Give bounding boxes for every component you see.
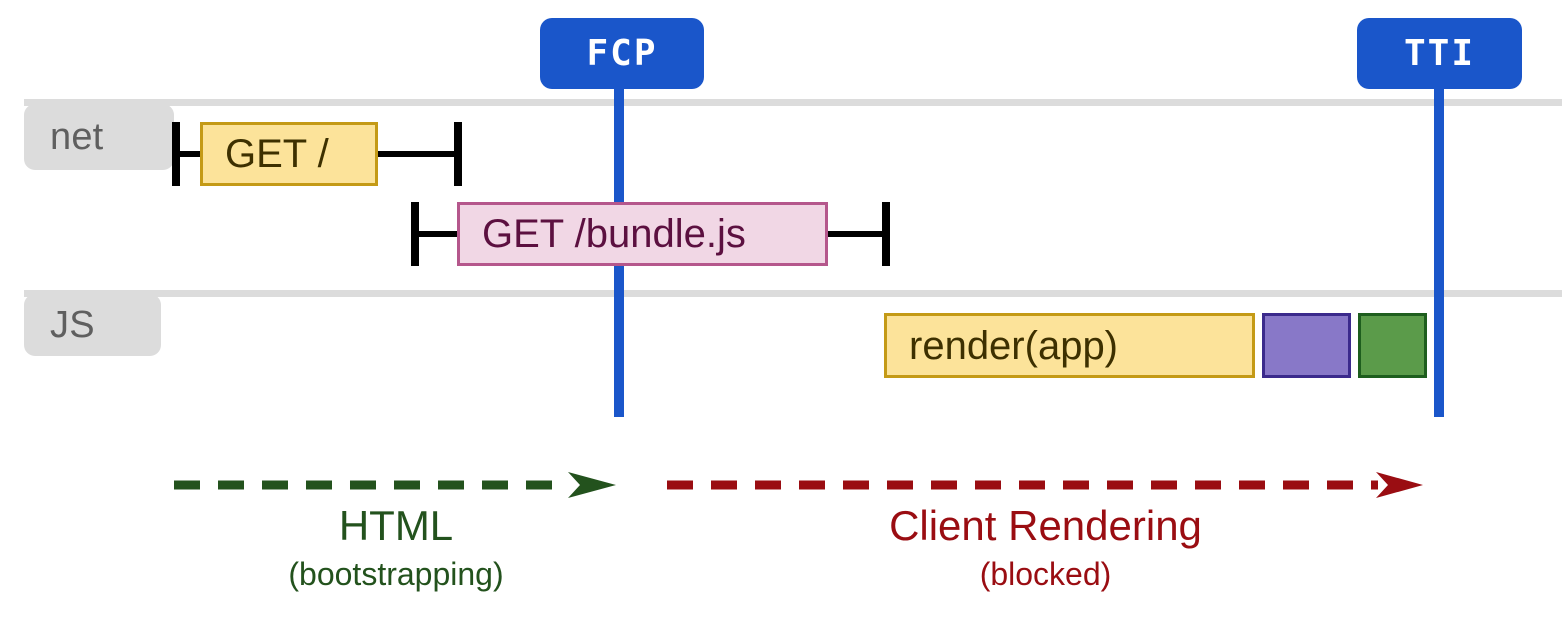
task-bar-get-bundle[interactable]: GET /bundle.js: [457, 202, 828, 266]
whisker-cap-start: [172, 122, 180, 186]
whisker-cap-start: [411, 202, 419, 266]
lane-label-net-text: net: [50, 116, 104, 158]
phase-html-subtitle: (bootstrapping): [288, 556, 504, 592]
dashed-arrow-right-icon: [174, 472, 616, 498]
lane-rule-net: [24, 99, 1562, 106]
milestone-badge-fcp[interactable]: FCP: [540, 18, 704, 89]
task-bar-green[interactable]: [1358, 313, 1427, 378]
phase-client-title-wrap: Client Rendering: [663, 502, 1428, 549]
milestone-line-tti: [1434, 85, 1444, 417]
task-bar-get-bundle-label: GET /bundle.js: [482, 212, 746, 256]
phase-client-subtitle: (blocked): [979, 556, 1112, 592]
milestone-badge-tti[interactable]: TTI: [1357, 18, 1522, 89]
phase-annotation-client-rendering: Client Rendering (blocked): [663, 470, 1428, 591]
lane-label-js: JS: [24, 294, 161, 356]
task-bar-get-root[interactable]: GET /: [200, 122, 378, 186]
lane-label-net: net: [24, 104, 174, 170]
task-bar-render-app-label: render(app): [909, 323, 1119, 368]
milestone-badge-tti-label: TTI: [1403, 33, 1476, 74]
task-bar-get-root-label: GET /: [225, 132, 329, 176]
whisker-cap-end: [882, 202, 890, 266]
phase-client-subtitle-wrap: (blocked): [663, 556, 1428, 592]
phase-client-title: Client Rendering: [889, 502, 1202, 549]
phase-html-title-wrap: HTML: [170, 502, 622, 549]
phase-html-subtitle-wrap: (bootstrapping): [170, 556, 622, 592]
whisker-cap-end: [454, 122, 462, 186]
milestone-badge-fcp-label: FCP: [586, 33, 658, 74]
phase-annotation-html: HTML (bootstrapping): [170, 470, 622, 591]
dashed-arrow-right-icon: [667, 472, 1423, 498]
task-bar-render-app[interactable]: render(app): [884, 313, 1255, 378]
lane-label-js-text: JS: [50, 304, 95, 346]
phase-html-title: HTML: [338, 502, 454, 549]
lane-rule-js: [24, 290, 1562, 297]
task-bar-purple[interactable]: [1262, 313, 1351, 378]
